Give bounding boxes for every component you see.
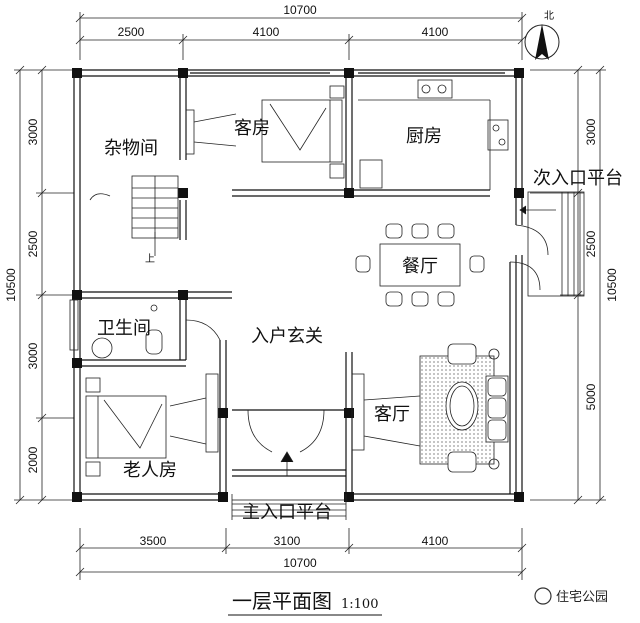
drawing-scale: 1:100 — [341, 597, 378, 612]
left-dim-1: 3000 — [26, 118, 40, 145]
right-dim-1: 3000 — [584, 118, 598, 145]
columns — [72, 68, 524, 502]
bottom-dim-2: 3100 — [274, 534, 301, 548]
right-dim-3: 5000 — [584, 383, 598, 410]
room-label-living: 客厅 — [374, 404, 410, 425]
room-label-guest: 客房 — [234, 118, 270, 139]
main-entrance-steps — [231, 494, 347, 520]
left-dim-3: 3000 — [26, 342, 40, 369]
top-dim-2: 4100 — [253, 25, 280, 39]
room-label-dining: 餐厅 — [402, 256, 438, 277]
watermark-logo — [534, 587, 552, 605]
left-dim-4: 2000 — [26, 446, 40, 473]
stair-up-label: 上 — [145, 253, 155, 265]
secondary-entrance-steps — [519, 191, 585, 297]
room-label-entry-hall: 入户玄关 — [251, 326, 323, 347]
room-label-kitchen: 厨房 — [406, 126, 442, 147]
north-arrow: 北 — [524, 10, 560, 60]
right-dim-2: 2500 — [584, 230, 598, 257]
secondary-entrance-label: 次入口平台 — [533, 168, 623, 189]
bottom-total-dim: 10700 — [283, 556, 317, 570]
top-total-dim: 10700 — [283, 3, 317, 17]
top-dim-3: 4100 — [422, 25, 449, 39]
left-total-dim: 10500 — [4, 268, 18, 302]
dimension-lines — [14, 12, 606, 580]
watermark: 住宅公园 — [534, 587, 608, 605]
top-dim-1: 2500 — [118, 25, 145, 39]
fixtures — [69, 79, 549, 477]
bottom-dim-1: 3500 — [140, 534, 167, 548]
watermark-text: 住宅公园 — [556, 590, 608, 605]
room-label-storage: 杂物间 — [104, 138, 158, 159]
main-entrance-label: 主入口平台 — [242, 502, 332, 523]
right-total-dim: 10500 — [605, 268, 619, 302]
drawing-title-text: 一层平面图 — [232, 589, 332, 613]
left-dim-2: 2500 — [26, 230, 40, 257]
walls — [73, 69, 523, 501]
room-label-elder: 老人房 — [123, 460, 177, 481]
room-label-bathroom: 卫生间 — [97, 318, 151, 339]
north-label: 北 — [544, 10, 554, 22]
drawing-title: 一层平面图 1:100 — [228, 589, 382, 616]
bottom-dim-3: 4100 — [422, 534, 449, 548]
